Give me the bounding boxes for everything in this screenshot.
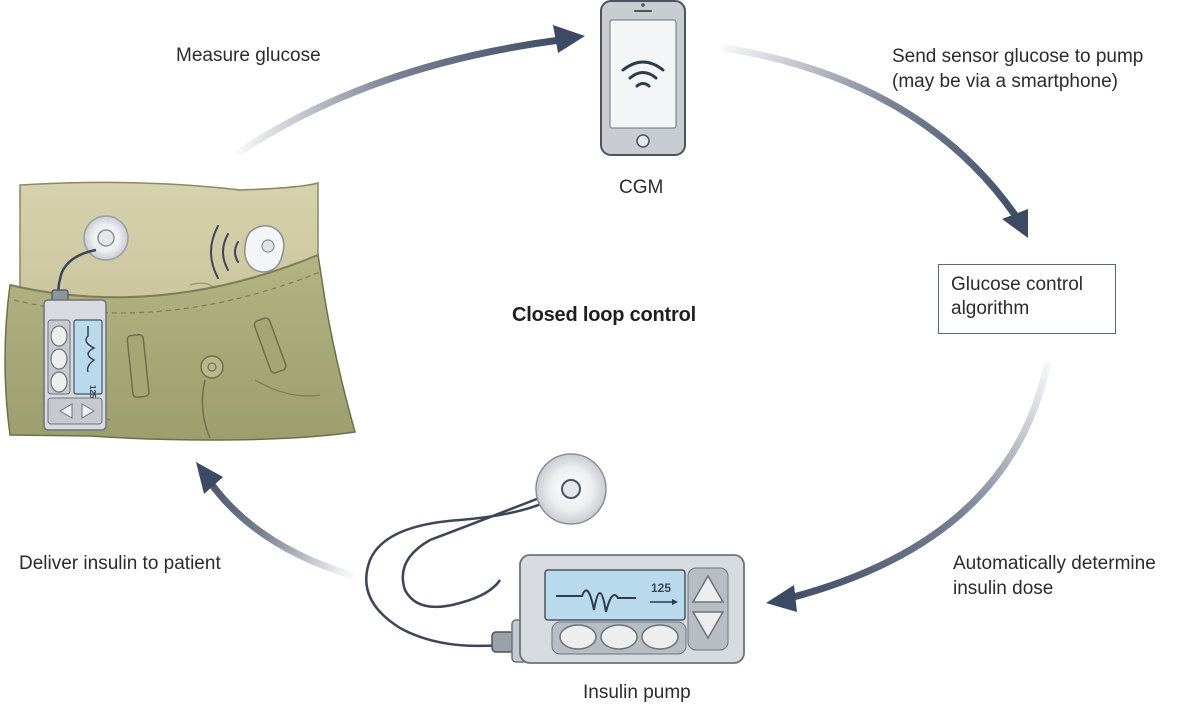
cgm-sensor-icon <box>244 225 285 273</box>
step-send-glucose-line2: (may be via a smartphone) <box>892 71 1118 92</box>
arrow-send-glucose <box>721 44 1028 238</box>
smartphone-icon <box>600 0 686 156</box>
algorithm-label: Glucose control algorithm <box>951 274 1084 319</box>
arrowhead-icon <box>196 462 223 494</box>
step-determine-dose-line1: Automatically determine <box>953 553 1156 574</box>
arrowhead-icon <box>1002 209 1028 238</box>
diagram-title: Closed loop control <box>512 304 696 326</box>
body-insulin-pump-icon: 125 <box>43 289 107 431</box>
node-pump-label: Insulin pump <box>583 682 691 703</box>
arrow-deliver-insulin <box>196 462 354 579</box>
down-arrow-icon <box>691 611 725 640</box>
arrow-determine-dose <box>766 361 1051 612</box>
step-deliver-insulin: Deliver insulin to patient <box>19 553 221 574</box>
svg-text:125: 125 <box>88 385 97 399</box>
step-measure-glucose: Measure glucose <box>176 45 321 66</box>
pump-display-readout: 125 <box>651 581 671 595</box>
arrowhead-icon <box>766 585 797 612</box>
step-determine-dose-line2: insulin dose <box>953 578 1054 599</box>
wireless-signal-icon <box>210 225 239 279</box>
step-send-glucose-line1: Send sensor glucose to pump <box>892 46 1144 67</box>
arrow-measure-glucose <box>236 25 585 156</box>
algorithm-box: Glucose control algorithm <box>938 264 1116 334</box>
arrowhead-icon <box>553 25 585 53</box>
wifi-icon <box>621 60 665 88</box>
insulin-pump-device-icon <box>365 453 745 664</box>
up-arrow-icon <box>691 574 725 603</box>
node-cgm-label: CGM <box>619 177 664 198</box>
